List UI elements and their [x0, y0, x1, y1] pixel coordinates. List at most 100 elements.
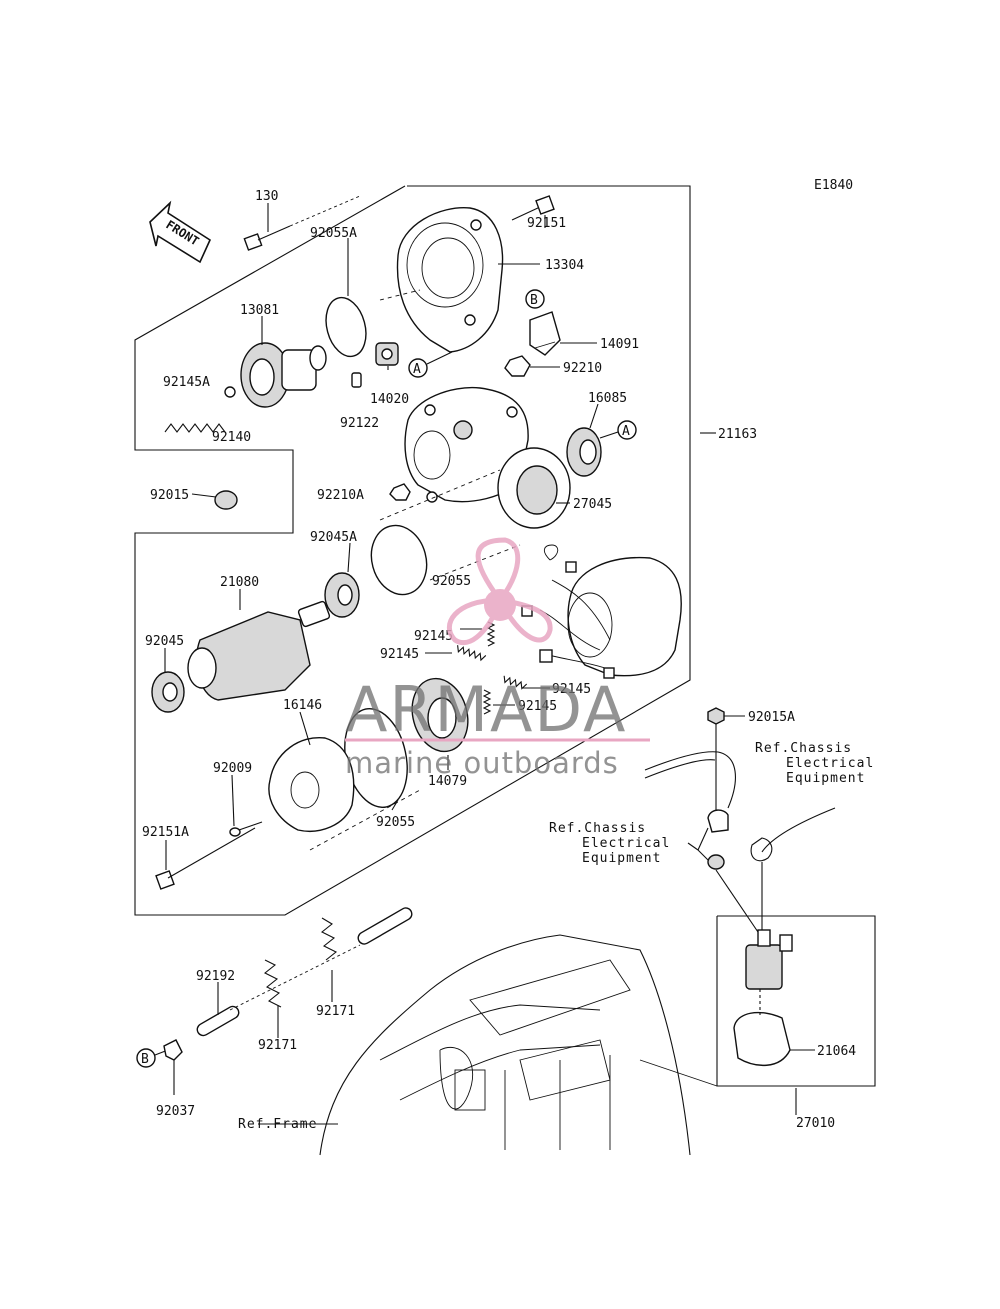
nut-92015	[214, 490, 238, 510]
label-92015a: 92015A	[748, 710, 795, 725]
boot-14091	[529, 311, 561, 356]
nut-92015a	[707, 707, 725, 810]
ref-frame: Ref.Frame	[238, 1117, 317, 1132]
label-92145a: 92145A	[163, 375, 210, 390]
housing-13304	[396, 207, 504, 353]
o-ring-92055-upper	[370, 524, 428, 596]
label-92015: 92015	[150, 488, 189, 503]
nut-92210a	[389, 483, 411, 501]
watermark-brand: ARMADA	[345, 673, 627, 746]
spring-92145a	[164, 423, 226, 433]
label-13081: 13081	[240, 303, 279, 318]
o-ring-92055a	[325, 296, 367, 358]
bolt-92151	[511, 195, 555, 221]
solenoid-body	[404, 386, 529, 503]
callout-a-upper: A	[408, 351, 453, 378]
cover-27045	[497, 447, 571, 529]
svg-text:B: B	[530, 293, 538, 308]
ref-chassis-right-2: Electrical	[786, 756, 874, 771]
spring-92145-d	[482, 689, 492, 715]
label-130: 130	[255, 189, 278, 204]
ball-92140	[224, 386, 236, 398]
label-92171-b: 92171	[316, 1004, 355, 1019]
starter-assembly-outline	[134, 185, 691, 916]
brush-holder-14079	[411, 677, 469, 753]
leader-lines	[164, 203, 745, 870]
ref-chassis-left-1: Ref.Chassis	[549, 821, 646, 836]
relay-cover-21064	[733, 1011, 815, 1067]
cap-14020	[375, 342, 399, 366]
watermark-tagline: marine outboards	[345, 746, 619, 780]
armature-21080	[187, 600, 331, 701]
bearing-92045	[151, 671, 185, 713]
label-27045: 27045	[573, 497, 612, 512]
label-92192: 92192	[196, 969, 235, 984]
label-92145-b: 92145	[380, 647, 419, 662]
reference-labels: Ref.Chassis Electrical Equipment Ref.Cha…	[238, 741, 874, 1132]
ref-chassis-right-3: Equipment	[786, 771, 865, 786]
front-arrow-icon: FRONT	[149, 200, 212, 264]
bolt-130	[243, 195, 361, 251]
label-92171-a: 92171	[258, 1038, 297, 1053]
label-27010: 27010	[796, 1116, 835, 1131]
label-16146: 16146	[283, 698, 322, 713]
label-92145-c: 92145	[552, 682, 591, 697]
label-14020: 14020	[370, 392, 409, 407]
starter-relay	[745, 929, 793, 990]
part-number-labels: 130 92151 13304 92055A 13081 14091 92210…	[142, 189, 856, 1131]
clutch-13081	[240, 342, 327, 408]
ref-chassis-left-2: Electrical	[582, 836, 670, 851]
yoke-assembly	[521, 544, 682, 679]
label-92210a: 92210A	[317, 488, 364, 503]
propeller-logo-icon	[447, 537, 553, 645]
relay-mount-line	[639, 1059, 718, 1087]
label-92122: 92122	[340, 416, 379, 431]
bearing-92045a	[324, 572, 360, 618]
callout-b-upper: B	[525, 289, 545, 309]
clip-92037	[163, 1039, 183, 1095]
label-16085: 16085	[588, 391, 627, 406]
relay-assembly-outline	[716, 915, 876, 1087]
callout-b-lower: B	[136, 1048, 169, 1068]
rod-upper	[229, 907, 413, 1011]
battery-cable-left	[644, 751, 761, 936]
label-92045: 92045	[145, 634, 184, 649]
label-92055a: 92055A	[310, 226, 357, 241]
ref-chassis-left-3: Equipment	[582, 851, 661, 866]
assembly-guides	[309, 289, 521, 851]
clamp-92171-right	[320, 917, 338, 1002]
ref-chassis-right-1: Ref.Chassis	[755, 741, 852, 756]
svg-text:A: A	[622, 424, 630, 439]
callout-a-right: A	[599, 420, 637, 440]
gear-16085	[566, 427, 602, 477]
label-13304: 13304	[545, 258, 584, 273]
label-92045a: 92045A	[310, 530, 357, 545]
bolt-92151a	[155, 827, 256, 890]
diagram-code: E1840	[814, 178, 853, 193]
svg-text:B: B	[141, 1052, 149, 1067]
label-92140: 92140	[212, 430, 251, 445]
label-14079: 14079	[428, 774, 467, 789]
frame-reference-drawing	[258, 934, 691, 1156]
spring-92145-a	[486, 621, 496, 647]
label-92210: 92210	[563, 361, 602, 376]
label-14091: 14091	[600, 337, 639, 352]
pin-92122	[351, 372, 362, 388]
svg-text:A: A	[413, 362, 421, 377]
relay-bracket	[687, 827, 709, 861]
label-92151: 92151	[527, 216, 566, 231]
label-21163: 21163	[718, 427, 757, 442]
screw-92009	[229, 821, 263, 837]
spring-92145-c	[503, 675, 528, 690]
end-cover-16146	[268, 736, 355, 832]
label-92055-b: 92055	[376, 815, 415, 830]
rod-92192	[196, 982, 240, 1037]
clamp-92171-left	[263, 959, 282, 1038]
spring-92145-b	[457, 645, 487, 662]
nut-92210	[504, 355, 531, 377]
watermark: ARMADA marine outboards	[345, 537, 650, 780]
label-92151a: 92151A	[142, 825, 189, 840]
label-92055: 92055	[432, 574, 471, 589]
label-21064: 21064	[817, 1044, 856, 1059]
